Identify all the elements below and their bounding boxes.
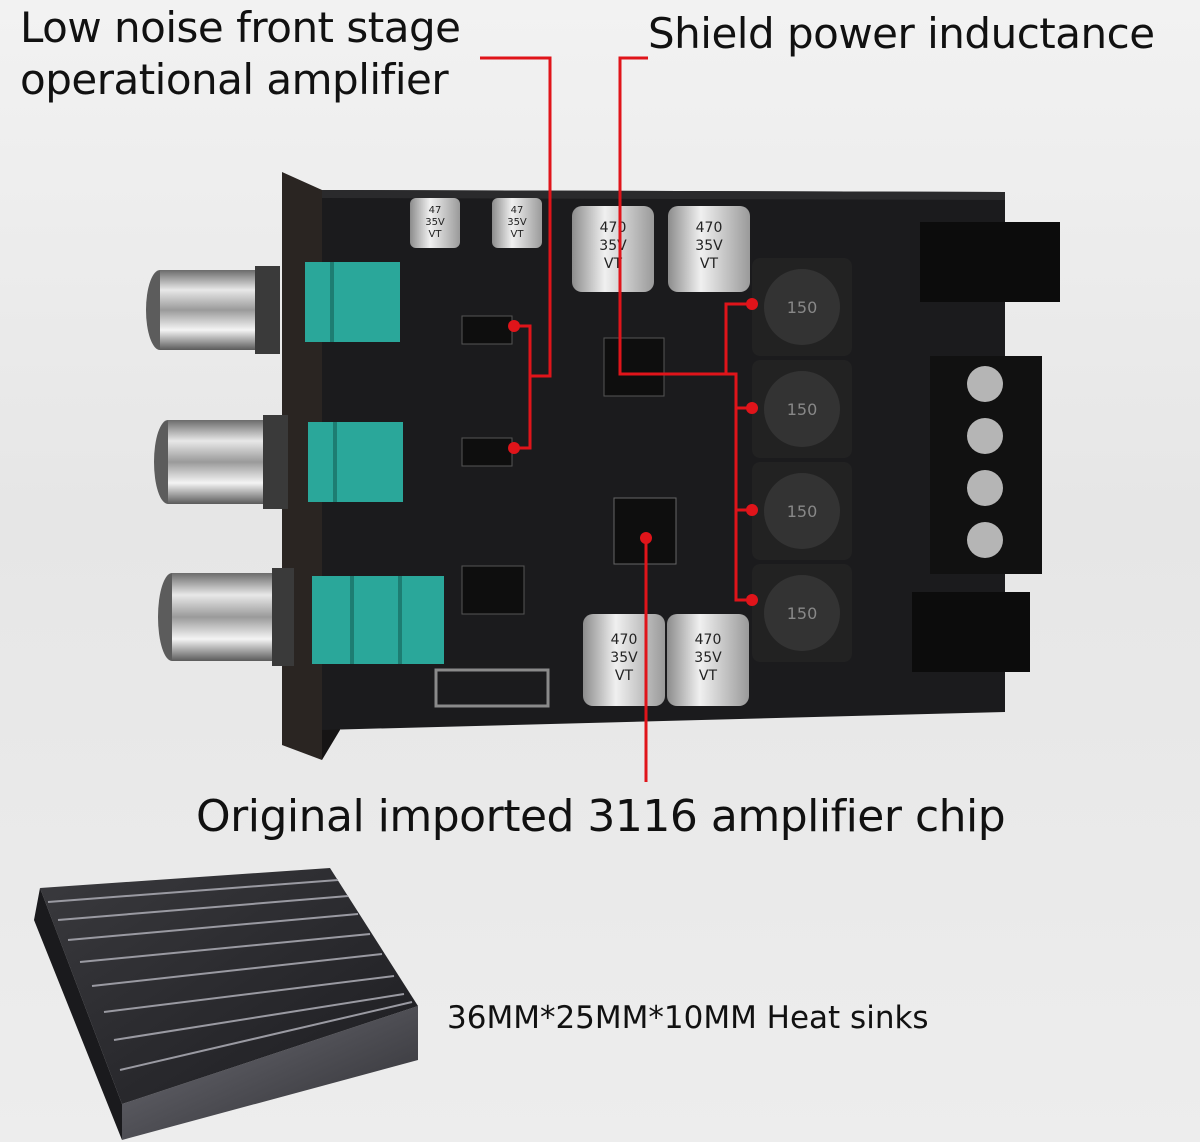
svg-text:VT: VT <box>429 229 443 240</box>
svg-text:47: 47 <box>511 205 524 216</box>
bass-knob <box>158 568 444 666</box>
large-capacitor-3: 470 35V VT <box>583 614 665 706</box>
svg-text:35V: 35V <box>425 217 445 228</box>
opamp-callout-line <box>480 56 552 378</box>
inductor-3: 150 <box>752 462 852 560</box>
svg-text:35V: 35V <box>694 650 722 666</box>
svg-text:VT: VT <box>699 668 718 684</box>
callout-lines <box>480 56 752 782</box>
svg-text:150: 150 <box>787 400 818 419</box>
opamp-label-line-1: Low noise front stage <box>20 3 461 52</box>
svg-text:470: 470 <box>695 632 722 648</box>
upper-amplifier-chip <box>603 337 665 397</box>
opamp-label-line-2: operational amplifier <box>20 55 449 104</box>
inductor-callout-line-2 <box>726 372 752 410</box>
large-capacitor-1: 470 35V VT <box>572 206 654 292</box>
svg-text:150: 150 <box>787 502 818 521</box>
svg-text:35V: 35V <box>507 217 527 228</box>
svg-text:470: 470 <box>696 220 723 236</box>
svg-text:150: 150 <box>787 298 818 317</box>
small-capacitor-1: 47 35V VT <box>410 198 460 248</box>
svg-text:VT: VT <box>700 256 719 272</box>
svg-text:150: 150 <box>787 604 818 623</box>
inductor-4: 150 <box>752 564 852 662</box>
svg-text:35V: 35V <box>599 238 627 254</box>
dc-power-jack <box>920 222 1060 302</box>
svg-text:VT: VT <box>604 256 623 272</box>
bluetooth-antenna <box>434 668 550 708</box>
audio-input-jack <box>912 592 1030 672</box>
chip-label: Original imported 3116 amplifier chip <box>196 791 1006 842</box>
svg-text:470: 470 <box>611 632 638 648</box>
heatsink-label: 36MM*25MM*10MM Heat sinks <box>447 1000 929 1036</box>
speaker-terminal-block <box>930 356 1042 574</box>
front-stage-opamp-1 <box>461 315 513 345</box>
large-capacitor-4: 470 35V VT <box>667 614 749 706</box>
inductor-callout-line <box>618 56 752 376</box>
small-capacitor-2: 47 35V VT <box>492 198 542 248</box>
volume-knob <box>146 262 400 354</box>
inductor-1: 150 <box>752 258 852 356</box>
bluetooth-chip <box>461 565 525 615</box>
svg-text:35V: 35V <box>695 238 723 254</box>
inductor-label: Shield power inductance <box>648 9 1155 58</box>
svg-text:VT: VT <box>615 668 634 684</box>
svg-text:470: 470 <box>600 220 627 236</box>
inductor-2: 150 <box>752 360 852 458</box>
svg-text:47: 47 <box>429 205 442 216</box>
front-stage-opamp-2 <box>461 437 513 467</box>
heat-sink <box>34 868 418 1140</box>
large-capacitor-2: 470 35V VT <box>668 206 750 292</box>
treble-knob <box>154 415 403 509</box>
svg-text:35V: 35V <box>610 650 638 666</box>
svg-text:VT: VT <box>511 229 525 240</box>
